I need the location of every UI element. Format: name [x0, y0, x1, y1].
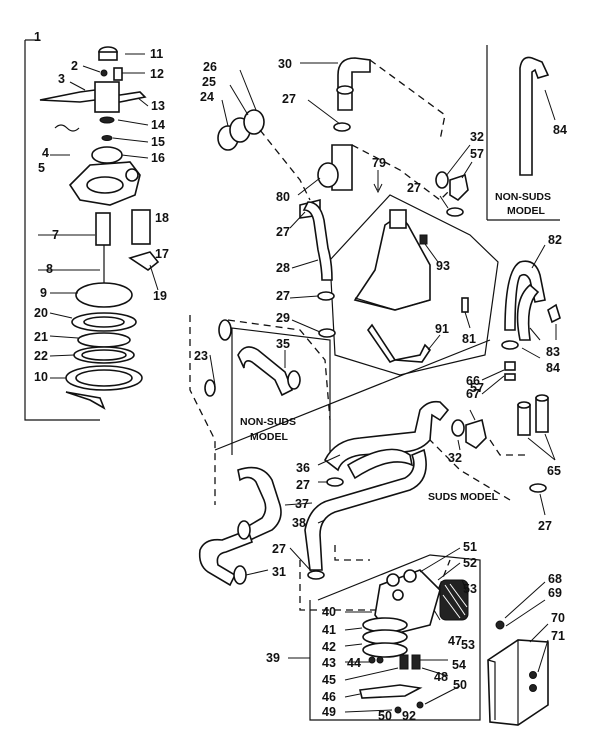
label-53: 53 — [463, 582, 477, 596]
label-83: 83 — [546, 345, 560, 359]
label-51: 51 — [463, 540, 477, 554]
label-27b: 27 — [276, 225, 290, 239]
label-69: 69 — [548, 586, 562, 600]
label-27a: 27 — [282, 92, 296, 106]
label-31: 31 — [272, 565, 286, 579]
label-2: 2 — [71, 59, 78, 73]
label-5: 5 — [38, 161, 45, 175]
label-22: 22 — [34, 349, 48, 363]
label-42: 42 — [322, 640, 336, 654]
caption-non-suds-left-2: MODEL — [250, 431, 289, 443]
label-36: 36 — [296, 461, 310, 475]
label-21: 21 — [34, 330, 48, 344]
label-17: 17 — [155, 247, 169, 261]
label-93: 93 — [436, 259, 450, 273]
label-38: 38 — [292, 516, 306, 530]
label-43: 43 — [322, 656, 336, 670]
parts-65-67 — [481, 361, 556, 461]
label-66: 66 — [466, 374, 480, 388]
label-27c: 27 — [276, 289, 290, 303]
label-18: 18 — [155, 211, 169, 225]
label-52: 52 — [463, 556, 477, 570]
caption-non-suds-left-1: NON-SUDS — [240, 416, 296, 428]
caption-suds-model: SUDS MODEL — [428, 491, 499, 503]
label-23: 23 — [194, 349, 208, 363]
label-32a: 32 — [470, 130, 484, 144]
caption-non-suds-right-1: NON-SUDS — [495, 191, 551, 203]
label-27d: 27 — [407, 181, 421, 195]
label-27f: 27 — [272, 542, 286, 556]
label-91: 91 — [435, 322, 449, 336]
label-26: 26 — [203, 60, 217, 74]
label-24: 24 — [200, 90, 214, 104]
label-14: 14 — [151, 118, 165, 132]
non-suds-hose-box — [204, 319, 331, 458]
label-1: 1 — [34, 30, 41, 44]
label-8: 8 — [46, 262, 53, 276]
label-57a: 57 — [470, 147, 484, 161]
label-13: 13 — [151, 99, 165, 113]
label-3: 3 — [58, 72, 65, 86]
label-32b: 32 — [448, 451, 462, 465]
label-12: 12 — [150, 67, 164, 81]
right-hoses — [435, 45, 560, 221]
caption-non-suds-right-2: MODEL — [507, 205, 546, 217]
suds-elbow — [451, 409, 547, 516]
label-37: 37 — [295, 497, 309, 511]
suds-hoses — [198, 339, 491, 587]
label-50a: 50 — [453, 678, 467, 692]
label-81: 81 — [462, 332, 476, 346]
label-71: 71 — [551, 629, 565, 643]
label-30: 30 — [278, 57, 292, 71]
label-9: 9 — [40, 286, 47, 300]
label-68: 68 — [548, 572, 562, 586]
label-11: 11 — [150, 47, 163, 61]
label-57b: 57 — [470, 381, 484, 395]
label-20: 20 — [34, 306, 48, 320]
label-92: 92 — [402, 709, 416, 723]
label-67: 67 — [466, 387, 480, 401]
label-19: 19 — [153, 289, 167, 303]
bracket-68-71 — [487, 581, 549, 726]
label-10: 10 — [34, 370, 48, 384]
label-40: 40 — [322, 605, 336, 619]
label-29: 29 — [276, 311, 290, 325]
label-54: 54 — [452, 658, 466, 672]
label-49: 49 — [322, 705, 336, 719]
label-80: 80 — [276, 190, 290, 204]
label-53b: 53 — [461, 638, 475, 652]
dashed-connectors — [189, 59, 525, 611]
label-47: 47 — [448, 634, 462, 648]
label-7: 7 — [52, 228, 59, 242]
hose-28 — [289, 201, 336, 338]
valve-assembly — [297, 57, 371, 219]
label-48: 48 — [434, 670, 448, 684]
label-15: 15 — [151, 135, 165, 149]
label-79: 79 — [372, 156, 386, 170]
label-82: 82 — [548, 233, 562, 247]
label-28: 28 — [276, 261, 290, 275]
label-35: 35 — [276, 337, 290, 351]
label-46: 46 — [322, 690, 336, 704]
label-84b: 84 — [546, 361, 560, 375]
label-27e: 27 — [296, 478, 310, 492]
label-4: 4 — [42, 146, 49, 160]
label-44: 44 — [347, 656, 361, 670]
label-16: 16 — [151, 151, 165, 165]
label-39: 39 — [266, 651, 280, 665]
label-84a: 84 — [553, 123, 567, 137]
label-65: 65 — [547, 464, 561, 478]
agitator-base — [329, 170, 499, 376]
label-25: 25 — [202, 75, 216, 89]
pump-assembly — [24, 39, 160, 421]
label-50b: 50 — [378, 709, 392, 723]
hoses-82-83-84 — [501, 244, 561, 359]
washer-set — [217, 69, 265, 151]
label-41: 41 — [322, 623, 336, 637]
label-45: 45 — [322, 673, 336, 687]
bottom-assembly — [309, 547, 481, 721]
label-27g: 27 — [538, 519, 552, 533]
label-70: 70 — [551, 611, 565, 625]
